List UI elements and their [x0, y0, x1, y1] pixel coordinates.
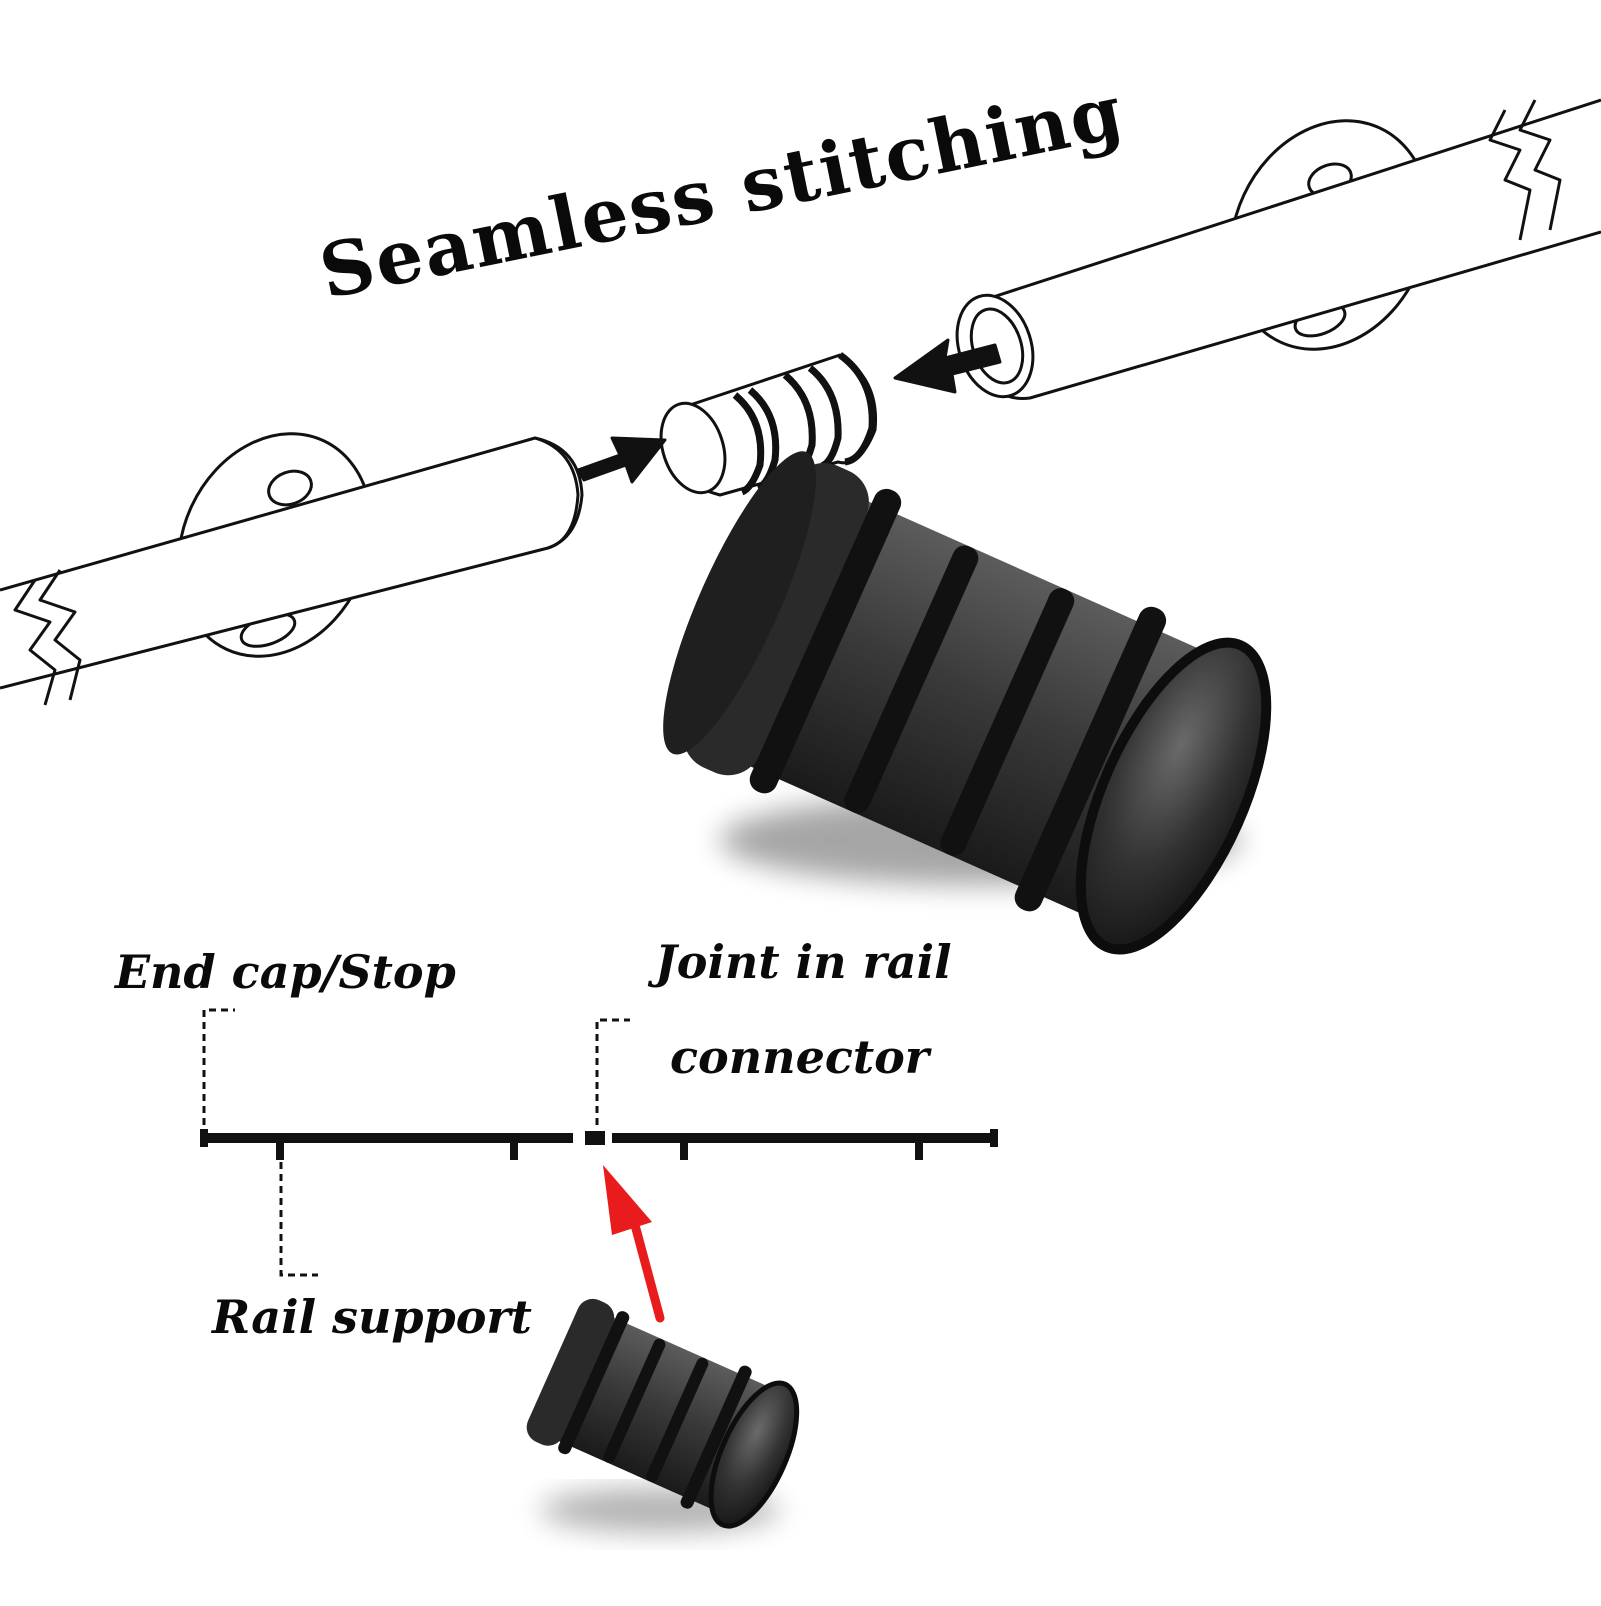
connector-photo-icon [663, 451, 1272, 955]
joint-leader [595, 1018, 630, 1125]
rail-bar-left [203, 1133, 573, 1143]
red-arrow-icon [603, 1165, 665, 1323]
end-cap-label: End cap/Stop [115, 945, 456, 999]
connector-label: connector [670, 1030, 930, 1084]
left-push-arrow [576, 436, 667, 484]
rail-support [680, 1143, 688, 1160]
end-cap-leader [202, 1008, 235, 1125]
rail-joint-assembly-illustration [0, 98, 1601, 706]
left-rail-tube [0, 436, 584, 706]
joint-connector-mark [585, 1131, 605, 1145]
rail-support [276, 1143, 284, 1160]
rail-support [915, 1143, 923, 1160]
joint-label: Joint in rail [655, 935, 952, 989]
connector-line-art [659, 352, 878, 497]
rail-support-label: Rail support [212, 1290, 532, 1344]
connector-photo-icon [526, 1298, 800, 1532]
rail-support-leader [279, 1162, 318, 1277]
right-push-arrow [893, 338, 1002, 394]
rail-end-cap-right [990, 1129, 998, 1147]
rail-schematic [200, 1008, 998, 1277]
right-rail-tube [955, 98, 1601, 400]
rail-end-cap-left [200, 1129, 208, 1147]
rail-support [510, 1143, 518, 1160]
rail-bar-right [612, 1133, 994, 1143]
